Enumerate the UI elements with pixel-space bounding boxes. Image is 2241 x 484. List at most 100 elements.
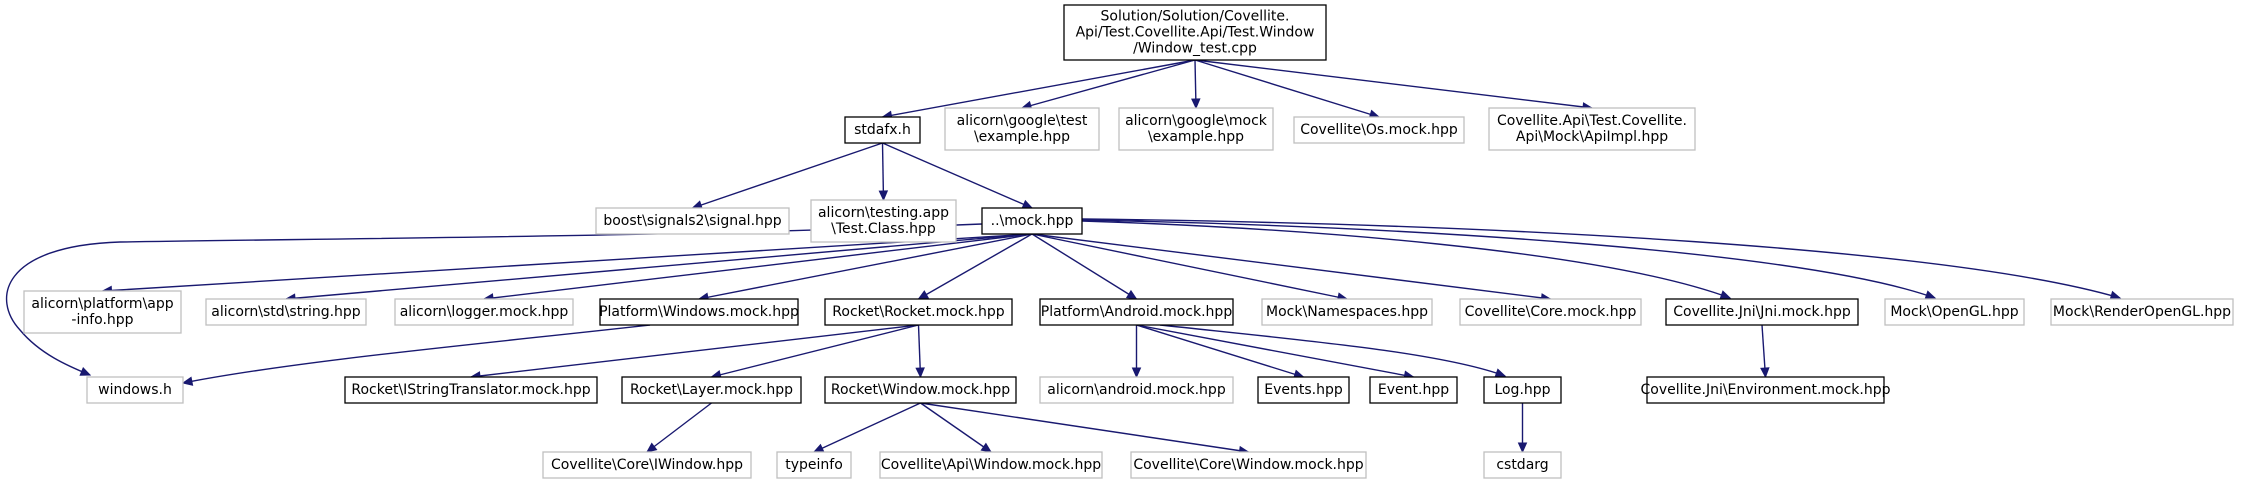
- node-label: alicorn\google\mock: [1125, 113, 1268, 129]
- arrowhead: [1719, 290, 1732, 300]
- arrowhead: [181, 376, 194, 386]
- node-label: Log.hpp: [1494, 382, 1550, 398]
- node-label: alicorn\platform\app: [31, 296, 173, 312]
- arrowhead: [812, 443, 825, 453]
- node-box: [776, 451, 852, 479]
- node-label: Api/Test.Covellite.Api/Test.Window: [1076, 25, 1315, 41]
- arrowhead: [915, 367, 925, 379]
- edge-mock-to-rocket: [917, 233, 1033, 300]
- edge-rwindow-to-apiwindow: [920, 402, 993, 453]
- node-osmock: Covellite\Os.mock.hpp: [1293, 116, 1465, 144]
- node-box: [1483, 376, 1562, 404]
- node-label: Covellite.Jni\Jni.mock.hpp: [1673, 304, 1851, 320]
- node-box: [2050, 298, 2234, 326]
- node-label: Platform\Android.mock.hpp: [1041, 304, 1233, 320]
- node-layer[interactable]: Rocket\Layer.mock.hpp: [621, 376, 802, 404]
- node-root[interactable]: Solution/Solution/Covellite.Api/Test.Cov…: [1063, 4, 1327, 61]
- node-label: cstdarg: [1496, 457, 1548, 473]
- edge-rocket-to-istring: [469, 324, 919, 381]
- node-appinfo: alicorn\platform\app-info.hpp: [23, 290, 182, 334]
- edge-mock-to-opengl: [1081, 219, 1937, 300]
- edge-mock-to-coremock: [1031, 233, 1552, 303]
- node-label: Covellite.Jni\Environment.mock.hpp: [1640, 382, 1890, 398]
- node-typeinfo: typeinfo: [776, 451, 852, 479]
- edge-mock-to-logger: [482, 233, 1033, 303]
- arrowhead: [1125, 289, 1138, 300]
- node-log[interactable]: Log.hpp: [1483, 376, 1562, 404]
- node-jni[interactable]: Covellite.Jni\Jni.mock.hpp: [1665, 298, 1859, 326]
- node-box: [1063, 4, 1327, 61]
- edge-root-to-gtest: [1020, 59, 1196, 111]
- edge-stdafx-to-testclass: [878, 142, 889, 202]
- node-event[interactable]: Event.hpp: [1369, 376, 1458, 404]
- node-box: [205, 298, 367, 326]
- edge-mock-to-jni: [1081, 220, 1732, 300]
- node-events[interactable]: Events.hpp: [1257, 376, 1350, 404]
- node-label: Rocket\Rocket.mock.hpp: [832, 304, 1005, 320]
- node-coremock: Covellite\Core.mock.hpp: [1459, 298, 1642, 326]
- edge-android-to-log: [1159, 324, 1507, 378]
- node-box: [944, 107, 1100, 151]
- edge-root-to-gmock: [1191, 59, 1201, 110]
- node-renderopengl: Mock\RenderOpenGL.hpp: [2050, 298, 2234, 326]
- arrowhead: [1494, 368, 1507, 378]
- node-environment[interactable]: Covellite.Jni\Environment.mock.hpp: [1640, 376, 1891, 404]
- node-winmock[interactable]: Platform\Windows.mock.hpp: [599, 298, 799, 326]
- node-box: [824, 376, 1017, 404]
- node-box: [1646, 376, 1885, 404]
- node-label: alicorn\testing.app: [818, 205, 949, 221]
- node-mock[interactable]: ..\mock.hpp: [981, 207, 1083, 235]
- node-label: alicorn\logger.mock.hpp: [400, 304, 569, 320]
- node-istring[interactable]: Rocket\IStringTranslator.mock.hpp: [344, 376, 598, 404]
- node-label: boost\signals2\signal.hpp: [603, 213, 781, 229]
- arrowhead: [79, 366, 92, 376]
- edges-layer: [6, 59, 2122, 456]
- node-label: Mock\RenderOpenGL.hpp: [2053, 304, 2231, 320]
- edge-winmock-to-windowsh: [181, 324, 651, 386]
- node-label: stdafx.h: [854, 122, 911, 138]
- node-label: Rocket\Layer.mock.hpp: [630, 382, 793, 398]
- edge-mock-to-appinfo: [101, 233, 1033, 296]
- node-stdafx[interactable]: stdafx.h: [844, 116, 921, 144]
- node-corewindow: Covellite\Core\Window.mock.hpp: [1130, 451, 1367, 479]
- node-box: [1039, 298, 1234, 326]
- node-label: Event.hpp: [1378, 382, 1449, 398]
- node-label: alicorn\android.mock.hpp: [1047, 382, 1226, 398]
- edge-rocket-to-rwindow: [915, 324, 925, 379]
- node-apiwindow: Covellite\Api\Window.mock.hpp: [879, 451, 1103, 479]
- node-box: [879, 451, 1103, 479]
- node-label: Covellite.Api\Test.Covellite.: [1497, 113, 1687, 129]
- node-rocket[interactable]: Rocket\Rocket.mock.hpp: [824, 298, 1013, 326]
- node-android[interactable]: Platform\Android.mock.hpp: [1039, 298, 1234, 326]
- node-label: ..\mock.hpp: [991, 213, 1074, 229]
- node-signal: boost\signals2\signal.hpp: [595, 207, 790, 235]
- edge-rwindow-to-typeinfo: [812, 402, 921, 453]
- arrowhead: [1517, 442, 1528, 454]
- node-label: /Window_test.cpp: [1133, 41, 1257, 57]
- node-testclass: alicorn\testing.app\Test.Class.hpp: [810, 199, 957, 243]
- node-apiimpl: Covellite.Api\Test.Covellite.Api\Mock\Ap…: [1488, 107, 1696, 151]
- node-label: Covellite\Api\Window.mock.hpp: [881, 457, 1101, 473]
- node-label: \example.hpp: [1148, 129, 1244, 145]
- node-box: [981, 207, 1083, 235]
- node-box: [1483, 451, 1562, 479]
- node-box: [1257, 376, 1350, 404]
- node-label: typeinfo: [785, 457, 843, 473]
- node-box: [599, 298, 799, 326]
- node-windowsh: windows.h: [86, 376, 184, 404]
- node-label: Mock\OpenGL.hpp: [1890, 304, 2018, 320]
- edge-mock-to-string: [284, 233, 1033, 303]
- node-label: Rocket\IStringTranslator.mock.hpp: [351, 382, 590, 398]
- arrowhead: [980, 442, 993, 453]
- edge-rwindow-to-corewindow: [920, 402, 1250, 456]
- node-rwindow[interactable]: Rocket\Window.mock.hpp: [824, 376, 1017, 404]
- node-namespaces: Mock\Namespaces.hpp: [1261, 298, 1433, 326]
- node-box: [1488, 107, 1696, 151]
- node-box: [1130, 451, 1367, 479]
- arrowhead: [1760, 367, 1770, 379]
- nodes-layer: Solution/Solution/Covellite.Api/Test.Cov…: [23, 4, 2234, 479]
- node-box: [1039, 376, 1234, 404]
- node-cstdarg: cstdarg: [1483, 451, 1562, 479]
- node-box: [621, 376, 802, 404]
